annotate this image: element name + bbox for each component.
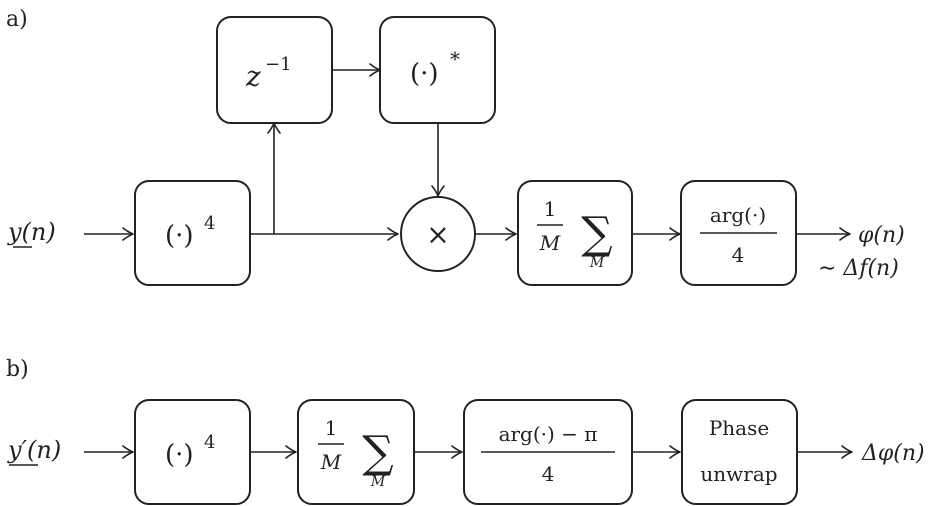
input-signal-b-base: y′ bbox=[7, 436, 28, 464]
sum-frac-den-b: M bbox=[320, 450, 342, 474]
arg-den-a: 4 bbox=[732, 243, 745, 267]
sum-subscript-b: M bbox=[370, 474, 386, 490]
phase-unwrap-block bbox=[681, 399, 798, 505]
arg-den-b: 4 bbox=[542, 462, 555, 486]
power-block-exp-a: 4 bbox=[204, 213, 215, 234]
multiplier-symbol: × bbox=[426, 218, 449, 251]
input-signal-a: y(n) bbox=[7, 218, 56, 246]
delay-block bbox=[216, 16, 333, 124]
power-block-base-b: (·) bbox=[165, 440, 194, 470]
arg-num-a: arg(·) bbox=[710, 203, 766, 227]
sum-symbol-b: ∑ bbox=[362, 427, 393, 478]
input-signal-b-rest: (n) bbox=[27, 436, 61, 464]
arg-num-b: arg(·) − π bbox=[499, 422, 598, 446]
sum-subscript-a: M bbox=[589, 255, 605, 271]
output-freq-offset-a: ∼ Δf(n) bbox=[818, 256, 899, 281]
sum-frac-num-b: 1 bbox=[325, 416, 338, 440]
conjugate-block-base: (·) bbox=[410, 59, 439, 89]
multiplier-node bbox=[400, 196, 476, 272]
conjugate-block bbox=[379, 16, 496, 124]
sum-symbol-a: ∑ bbox=[581, 208, 612, 259]
conjugate-block-exp: * bbox=[450, 47, 460, 71]
input-signal-b: y′(n) bbox=[7, 436, 61, 464]
power-block-exp-b: 4 bbox=[204, 432, 215, 453]
sum-frac-den-a: M bbox=[539, 231, 561, 255]
phase-unwrap-line2: unwrap bbox=[700, 462, 777, 486]
delay-block-base: z bbox=[245, 60, 261, 93]
power-block-base-a: (·) bbox=[165, 221, 194, 251]
delay-block-exp: −1 bbox=[265, 54, 292, 75]
power-four-block-b bbox=[134, 399, 251, 505]
sum-frac-num-a: 1 bbox=[544, 197, 557, 221]
power-four-block-a bbox=[134, 180, 251, 286]
phase-unwrap-line1: Phase bbox=[709, 416, 769, 440]
output-phase-b: Δφ(n) bbox=[861, 441, 925, 466]
average-sum-block-a bbox=[517, 180, 633, 286]
panel-b-label: b) bbox=[6, 357, 29, 382]
average-sum-block-b bbox=[297, 399, 415, 505]
output-phase-a: φ(n) bbox=[858, 223, 905, 248]
panel-a-label: a) bbox=[6, 7, 28, 32]
